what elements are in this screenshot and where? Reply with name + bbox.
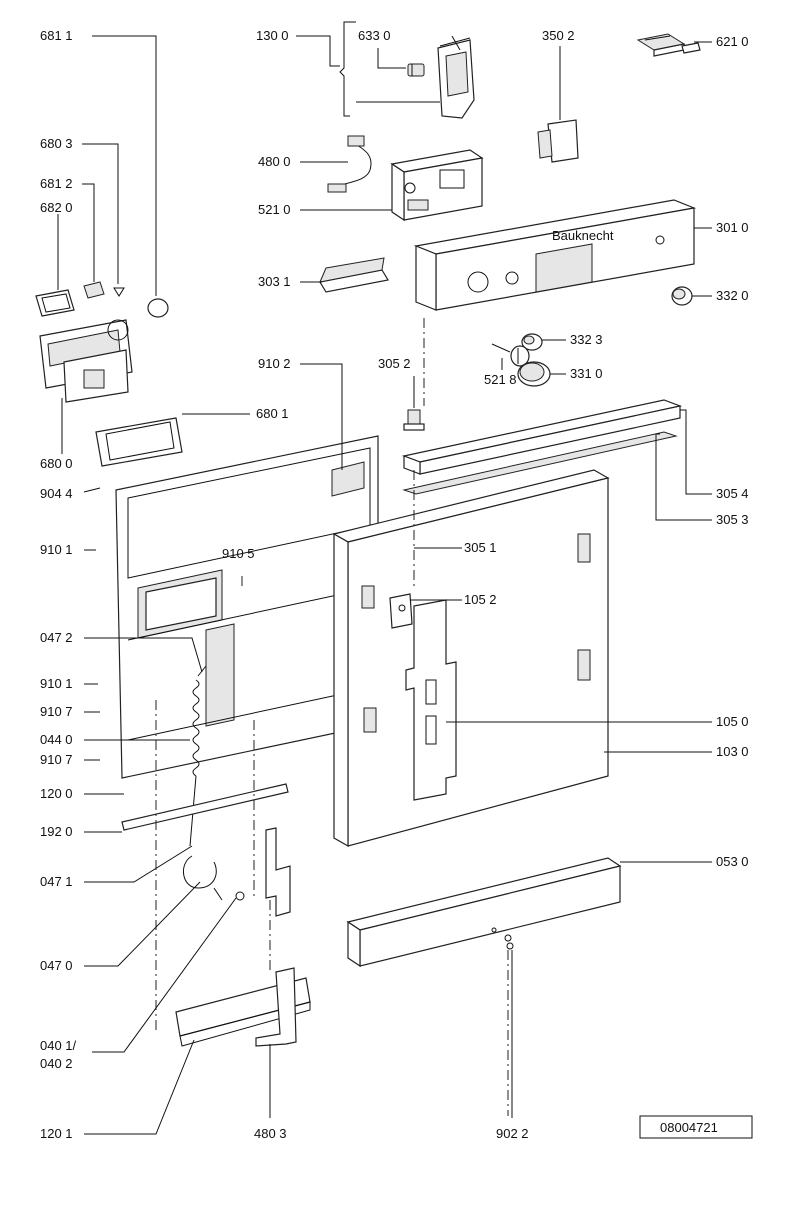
part-633-0 [407, 63, 425, 77]
part-332-3 [521, 333, 543, 351]
label-680-3: 680 3 [40, 136, 73, 151]
label-680-1: 680 1 [256, 406, 289, 421]
label-332-3: 332 3 [570, 332, 603, 347]
label-910-7-a: 910 7 [40, 704, 73, 719]
label-910-1-b: 910 1 [40, 676, 73, 691]
part-labels: 681 1 130 0 633 0 350 2 621 0 680 3 480 … [40, 28, 749, 1141]
label-910-2: 910 2 [258, 356, 291, 371]
label-910-7-b: 910 7 [40, 752, 73, 767]
label-047-2: 047 2 [40, 630, 73, 645]
label-130-0: 130 0 [256, 28, 289, 43]
part-305-4 [401, 399, 683, 475]
label-682-0: 682 0 [40, 200, 73, 215]
label-040-2: 040 2 [40, 1056, 73, 1071]
label-521-0: 521 0 [258, 202, 291, 217]
label-303-1: 303 1 [258, 274, 291, 289]
label-305-3: 305 3 [716, 512, 749, 527]
drawing-number: 08004721 [660, 1120, 718, 1135]
panel-brand-text: Bauknecht [552, 228, 614, 243]
label-332-0: 332 0 [716, 288, 749, 303]
label-910-1-a: 910 1 [40, 542, 73, 557]
label-040-1: 040 1/ [40, 1038, 77, 1053]
part-105-0 [405, 599, 457, 801]
part-305-3 [402, 431, 678, 495]
label-105-0: 105 0 [716, 714, 749, 729]
part-105-2 [389, 593, 413, 629]
part-103-0 [332, 469, 610, 848]
label-305-2: 305 2 [378, 356, 411, 371]
label-521-8: 521 8 [484, 372, 517, 387]
part-192-0 [121, 783, 289, 831]
part-332-0 [671, 286, 693, 306]
part-480-3 [255, 967, 297, 1047]
label-044-0: 044 0 [40, 732, 73, 747]
part-680-1 [95, 417, 183, 467]
label-305-4: 305 4 [716, 486, 749, 501]
label-301-0: 301 0 [716, 220, 749, 235]
drawing-number-box: 08004721 [639, 1115, 753, 1139]
part-681-1 [147, 298, 169, 318]
part-040-1 [235, 827, 291, 917]
part-inner-door-frame [115, 435, 379, 779]
part-680-0 [39, 319, 133, 403]
part-521-8 [491, 343, 530, 367]
label-904-4: 904 4 [40, 486, 73, 501]
label-350-2: 350 2 [542, 28, 575, 43]
part-521-0 [390, 149, 484, 222]
label-681-2: 681 2 [40, 176, 73, 191]
part-902-2 [504, 934, 514, 950]
label-120-0: 120 0 [40, 786, 73, 801]
label-103-0: 103 0 [716, 744, 749, 759]
part-303-1 [319, 257, 389, 293]
part-350-2 [537, 119, 579, 163]
label-120-1: 120 1 [40, 1126, 73, 1141]
label-047-0: 047 0 [40, 958, 73, 973]
label-902-2: 902 2 [496, 1126, 529, 1141]
part-130-0 [437, 35, 475, 119]
part-301-0: Bauknecht [413, 199, 697, 311]
part-331-0 [517, 361, 551, 387]
part-681-2 [83, 281, 105, 299]
part-053-0 [346, 857, 622, 968]
label-305-1: 305 1 [464, 540, 497, 555]
label-053-0: 053 0 [716, 854, 749, 869]
label-480-3: 480 3 [254, 1126, 287, 1141]
label-192-0: 192 0 [40, 824, 73, 839]
part-682-0 [35, 289, 75, 317]
label-480-0: 480 0 [258, 154, 291, 169]
label-105-2: 105 2 [464, 592, 497, 607]
part-680-3 [113, 287, 125, 297]
label-633-0: 633 0 [358, 28, 391, 43]
label-910-5: 910 5 [222, 546, 255, 561]
part-120-1 [175, 977, 311, 1047]
assembly-lines [155, 318, 509, 1116]
label-680-0: 680 0 [40, 456, 73, 471]
label-621-0: 621 0 [716, 34, 749, 49]
part-621-0 [636, 33, 701, 57]
label-331-0: 331 0 [570, 366, 603, 381]
label-047-1: 047 1 [40, 874, 73, 889]
part-305-2 [403, 409, 425, 431]
label-681-1: 681 1 [40, 28, 73, 43]
leader-lines [57, 21, 712, 1135]
part-047-0 [183, 855, 223, 901]
part-480-0 [327, 135, 372, 193]
